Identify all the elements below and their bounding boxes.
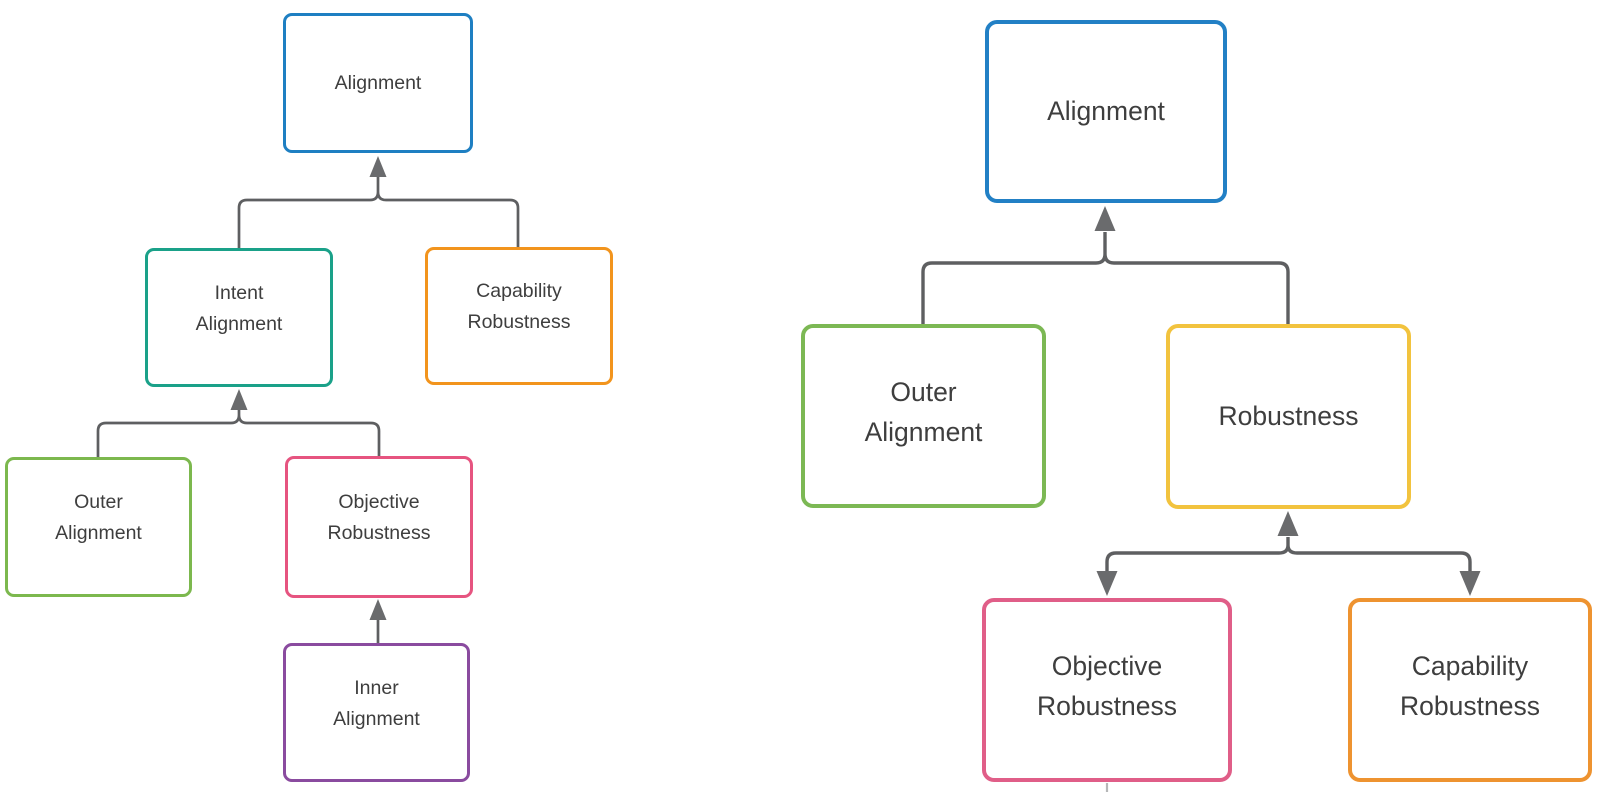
- node-label: Inner Alignment: [333, 676, 420, 730]
- node-outer-alignment-right: Outer Alignment: [801, 324, 1046, 508]
- node-outer-alignment-left: Outer Alignment: [5, 457, 192, 597]
- node-label: Capability Robustness: [467, 280, 571, 333]
- node-objective-robustness-right: Objective Robustness: [982, 598, 1232, 782]
- node-capability-robustness-left: Capability Robustness: [425, 247, 613, 385]
- arrowhead-up-into-alignment-right: [1094, 206, 1116, 231]
- node-inner-alignment-left: Inner Alignment: [283, 643, 470, 782]
- connector-robustness-to-children-right: [1105, 537, 1472, 573]
- node-label: Outer Alignment: [864, 377, 983, 447]
- arrowhead-down-into-capability-robustness-right: [1459, 571, 1481, 596]
- node-capability-robustness-right: Capability Robustness: [1348, 598, 1592, 782]
- node-label: Capability Robustness: [1400, 651, 1540, 721]
- node-intent-alignment-left: Intent Alignment: [145, 248, 333, 387]
- connector-children-to-alignment-left: [237, 176, 520, 248]
- node-label: Alignment: [1047, 95, 1165, 126]
- node-label: Objective Robustness: [327, 491, 431, 544]
- node-alignment-right: Alignment: [985, 20, 1227, 203]
- arrowhead-up-into-intent-alignment-left: [230, 389, 248, 410]
- arrowhead-up-into-objective-robustness-left: [369, 599, 387, 620]
- node-label: Robustness: [1218, 400, 1359, 431]
- node-label: Objective Robustness: [1037, 651, 1177, 721]
- connector-children-to-intent-alignment-left: [96, 409, 381, 457]
- node-robustness-right: Robustness: [1166, 324, 1411, 509]
- node-objective-robustness-left: Objective Robustness: [285, 456, 473, 598]
- node-label: Alignment: [334, 71, 422, 94]
- arrowhead-up-into-robustness-right: [1277, 511, 1299, 536]
- node-alignment-left: Alignment: [283, 13, 473, 153]
- arrowhead-down-into-objective-robustness-right: [1096, 571, 1118, 596]
- node-label: Intent Alignment: [195, 281, 283, 335]
- node-label: Outer Alignment: [55, 491, 142, 544]
- connector-children-to-alignment-right: [921, 232, 1290, 324]
- arrowhead-up-into-alignment-left: [369, 156, 387, 177]
